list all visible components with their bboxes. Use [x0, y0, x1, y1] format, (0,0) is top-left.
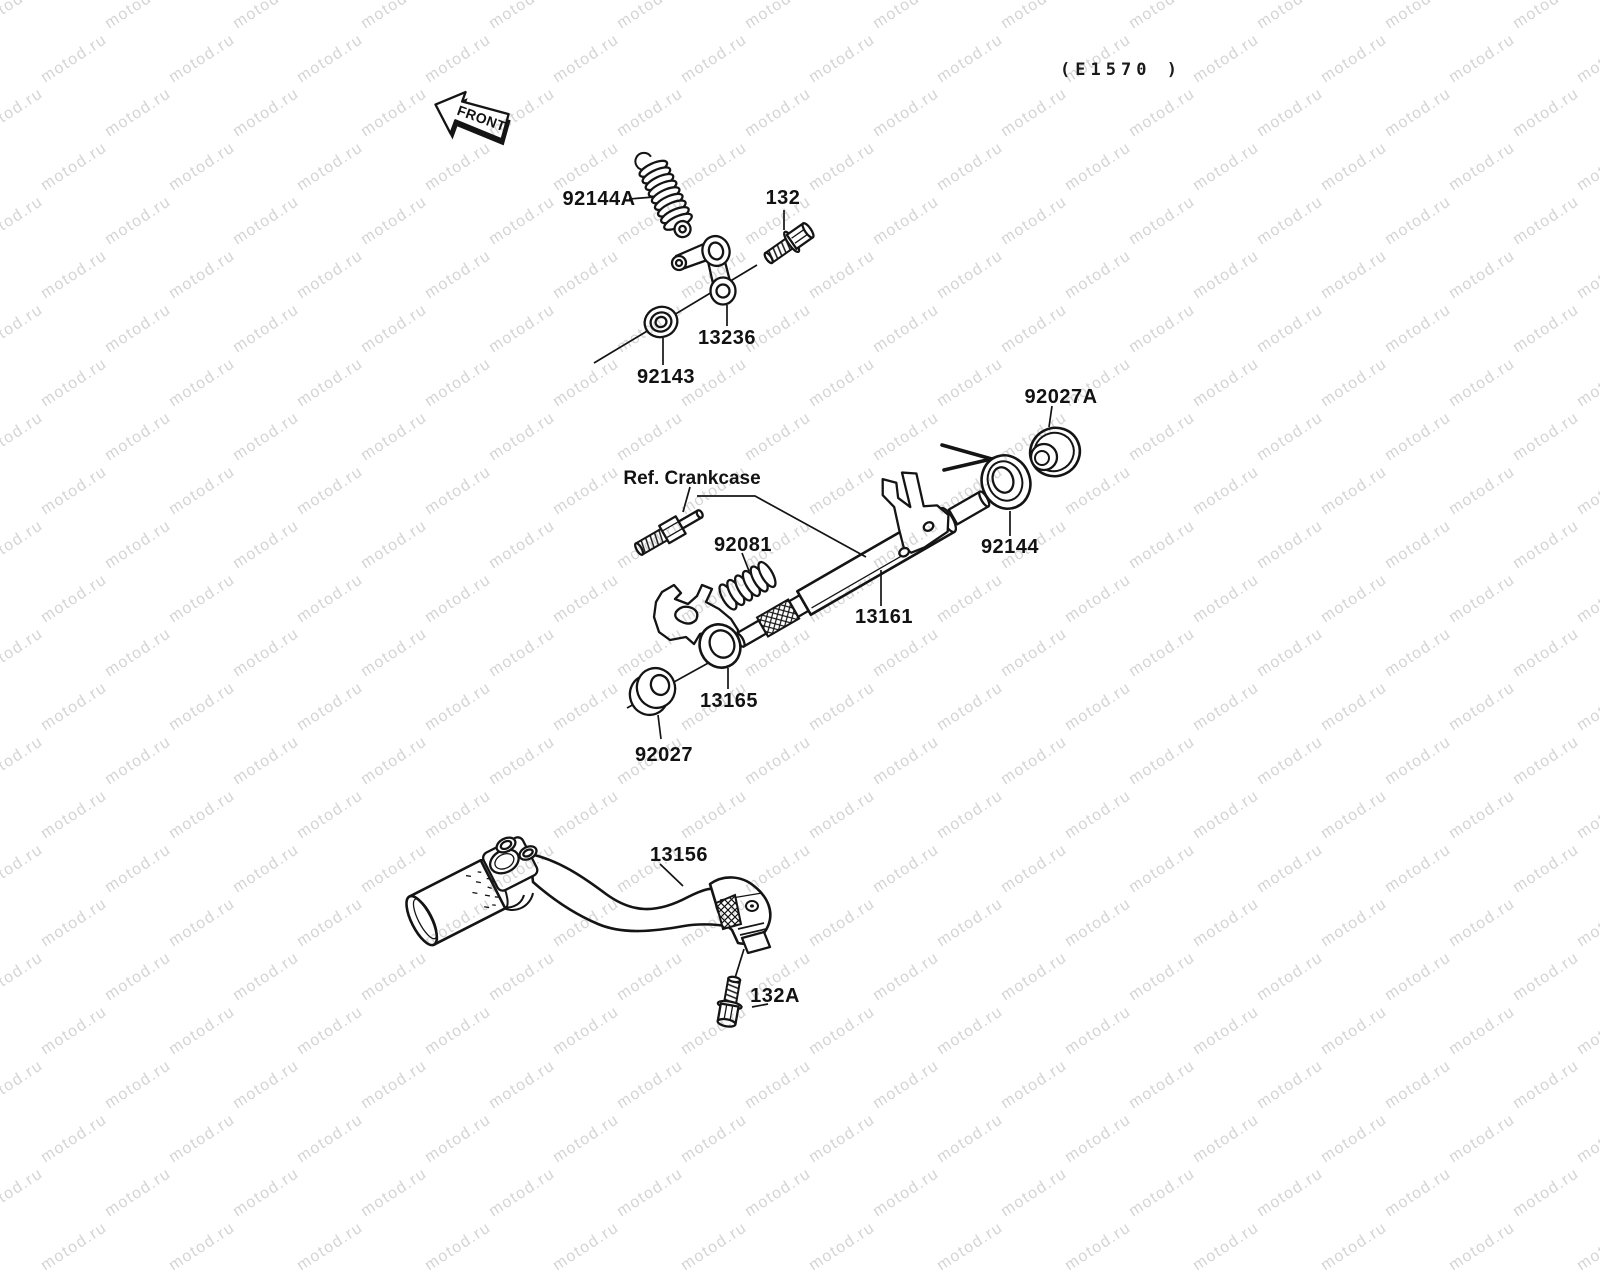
axis-bolt-132A: [734, 948, 745, 979]
front-arrow-body: [434, 90, 510, 141]
washer-92143-drawing: [643, 305, 679, 339]
watermark-text: motod.ru: [38, 1219, 111, 1275]
label-92144A: 92144A: [562, 188, 635, 210]
watermark-text: motod.ru: [1574, 1219, 1600, 1275]
leader-92027: [657, 714, 662, 740]
watermark-text: motod.ru: [422, 1219, 495, 1275]
label-92027A: 92027A: [1024, 386, 1097, 408]
watermark-text: motod.ru: [934, 1219, 1007, 1275]
spring-92144-drawing: [940, 443, 1032, 510]
watermark-text: motod.ru: [1190, 1219, 1263, 1275]
leader-13156: [659, 863, 684, 887]
diagram-canvas: FRONT: [405, 60, 1182, 1028]
label-92081: 92081: [714, 534, 772, 556]
watermark-text: motod.ru: [166, 1219, 239, 1275]
label-92144: 92144: [981, 536, 1039, 558]
spring-92144A-drawing: [634, 151, 693, 239]
grommet-92027-drawing: [628, 666, 677, 717]
watermark-text: motod.ru: [294, 1219, 367, 1275]
watermark-text: motod.ru: [806, 1219, 879, 1275]
watermark-text: motod.ru: [1318, 1219, 1391, 1275]
spring-92081-drawing: [718, 560, 777, 611]
leader-ref-crankcase: [682, 486, 691, 513]
leader-92081: [741, 552, 750, 572]
ref-crankcase-stud-drawing: [634, 509, 704, 556]
watermark-text: motod.ru: [550, 1219, 623, 1275]
pedal-13156-drawing: [405, 836, 772, 955]
label-132A: 132A: [750, 985, 800, 1007]
leader-92144A: [628, 196, 655, 200]
front-arrow: FRONT: [434, 90, 511, 146]
label-13156: 13156: [650, 844, 708, 866]
label-13161: 13161: [855, 606, 913, 628]
leader-132A: [751, 1003, 769, 1008]
plate-13165-drawing: [652, 583, 742, 669]
label-13236: 13236: [698, 327, 756, 349]
bolt-132-drawing: [763, 222, 815, 265]
label-92027: 92027: [635, 744, 693, 766]
watermark-text: motod.ru: [1062, 1219, 1135, 1275]
page-code: (E1570 ): [1060, 60, 1182, 80]
label-132: 132: [766, 187, 801, 209]
label-ref-crankcase: Ref. Crankcase: [623, 468, 760, 489]
cap-92027A-drawing: [1028, 426, 1082, 478]
label-13165: 13165: [700, 690, 758, 712]
shaft-13161-drawing: [734, 471, 991, 648]
watermark-text: motod.ru: [678, 1219, 751, 1275]
bolt-132A-drawing: [716, 975, 743, 1028]
part-labels: 92144A 132 13236 92143 Ref. Crankcase 92…: [562, 187, 1097, 1007]
leader-92027A: [1048, 405, 1053, 428]
pointer-ref-crankcase: [697, 495, 867, 558]
label-92143: 92143: [637, 366, 695, 388]
leader-lines: [628, 196, 1053, 1008]
watermark-text: motod.ru: [1446, 1219, 1519, 1275]
lever-13236-drawing: [670, 234, 737, 306]
